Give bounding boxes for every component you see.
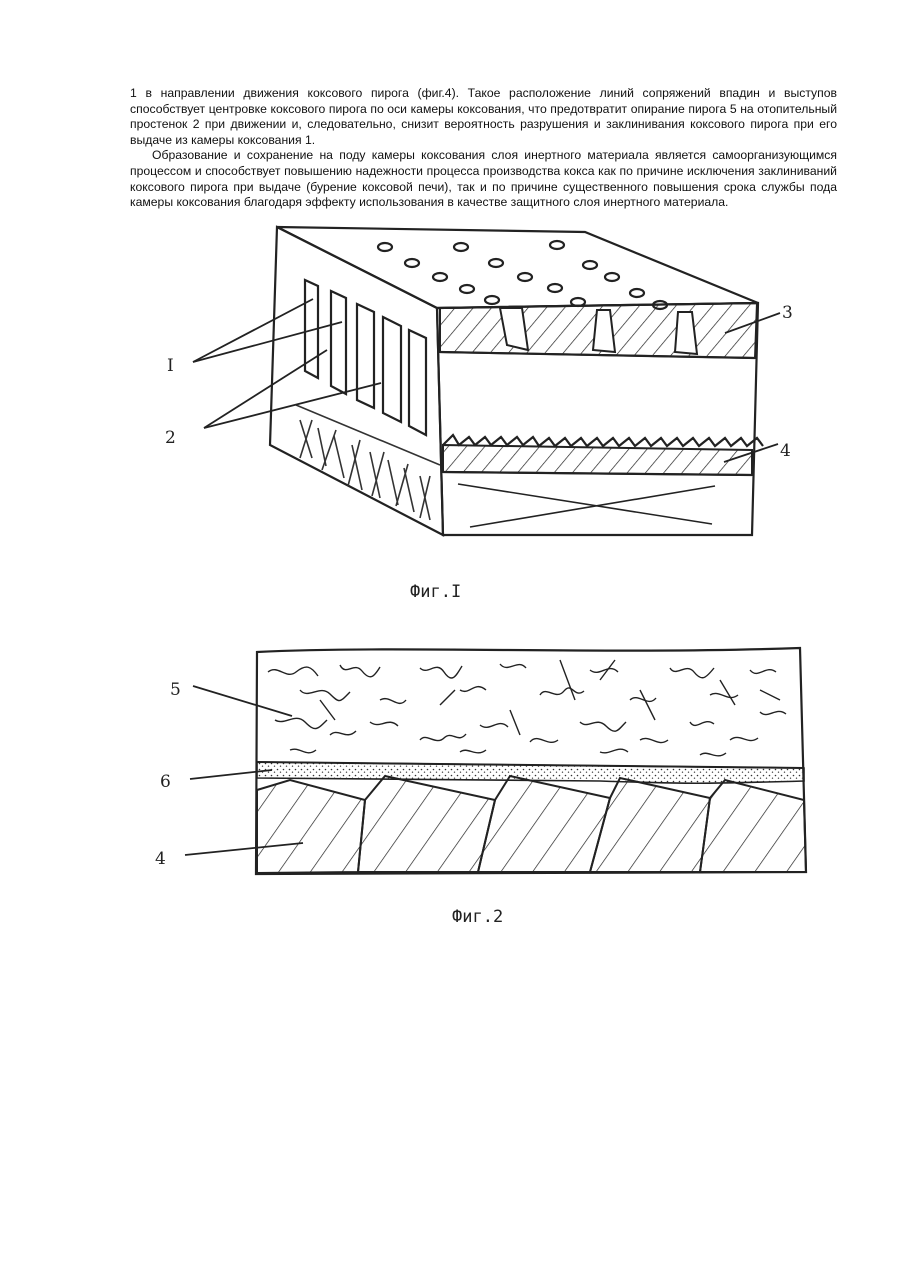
label-1: I [167,356,174,376]
label-4-fig2: 4 [155,849,166,869]
label-5: 5 [170,680,181,700]
heating-walls [305,280,426,435]
left-face-base [296,405,440,520]
base-cross [458,484,715,527]
floor-tooth-4 [590,778,710,872]
floor-sawtooth [443,435,763,446]
floor-tooth-5 [700,780,806,872]
floor-tooth-1 [257,780,365,873]
label-3: 3 [782,303,793,323]
label-4-fig1: 4 [780,441,791,461]
coke-layer [268,660,786,756]
floor-tooth-2 [358,776,495,872]
floor-slab [443,445,752,475]
figure-1: I 2 3 4 Фиг.I [165,227,793,602]
top-face [277,227,758,308]
label-2: 2 [165,428,176,448]
figure-1-caption: Фиг.I [410,582,461,602]
top-holes [378,241,667,309]
label-6: 6 [160,772,171,792]
floor-tooth-3 [478,776,610,872]
figure-2-caption: Фиг.2 [452,907,503,927]
figure-2: 5 6 4 Фиг.2 [155,648,806,927]
